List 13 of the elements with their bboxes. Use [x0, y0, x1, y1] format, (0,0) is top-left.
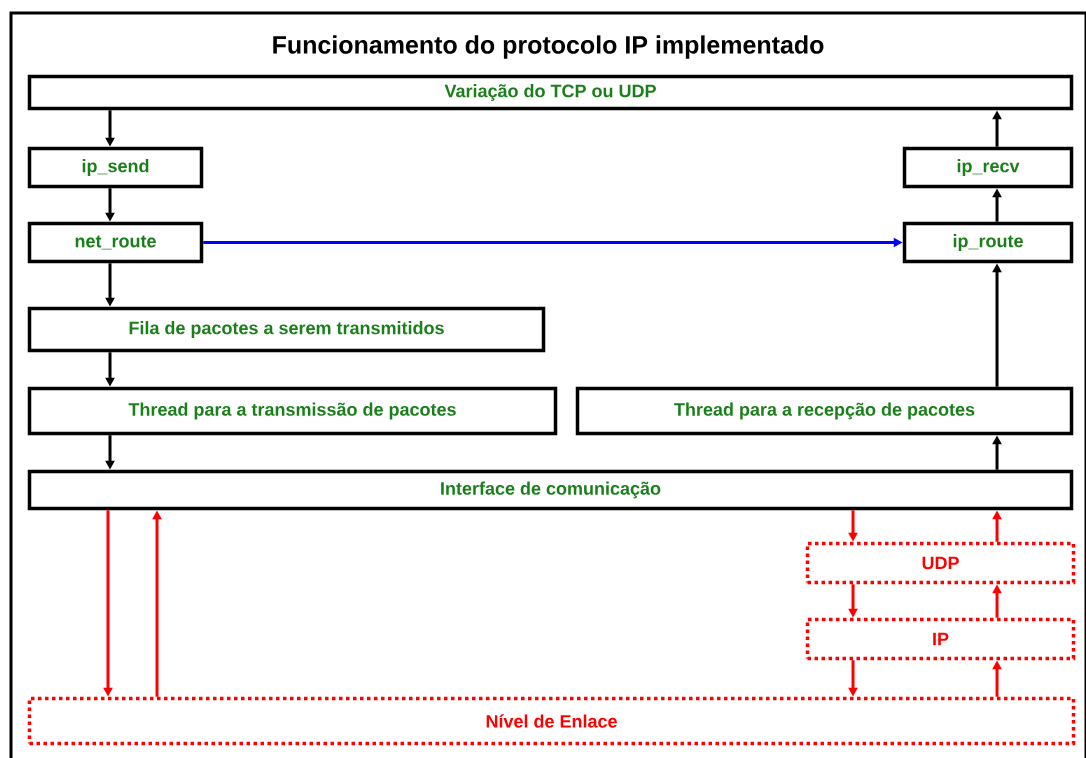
- process-box: Thread para a recepção de pacotes: [575, 386, 1074, 436]
- process-box: Fila de pacotes a serem transmitidos: [27, 306, 546, 353]
- process-box: ip_route: [902, 221, 1074, 264]
- process-box: Interface de comunicação: [27, 469, 1074, 511]
- title: Funcionamento do protocolo IP implementado: [273, 35, 824, 59]
- process-box: Variação do TCP ou UDP: [27, 74, 1074, 111]
- process-box: ip_send: [27, 146, 204, 189]
- dotted-box: IP: [805, 617, 1076, 661]
- dotted-box: Nível de Enlace: [27, 696, 1076, 746]
- dotted-box: UDP: [805, 541, 1076, 585]
- process-box: net_route: [27, 221, 204, 264]
- process-box: ip_recv: [902, 146, 1074, 189]
- process-box: Thread para a transmissão de pacotes: [27, 386, 558, 436]
